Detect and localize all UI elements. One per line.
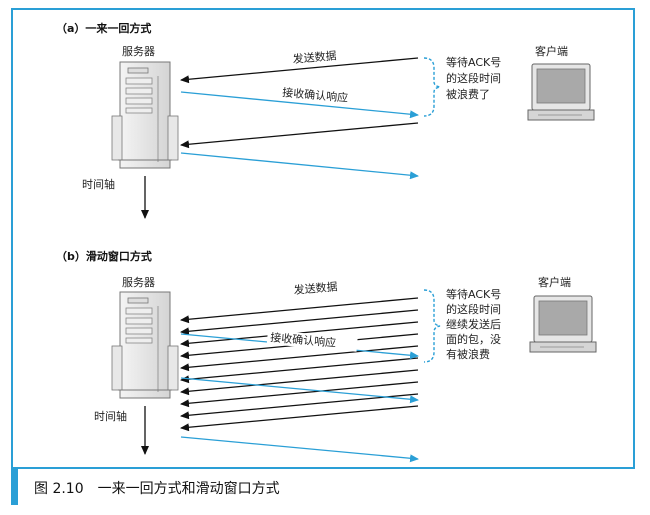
wait-note-line: 的这段时间: [446, 302, 501, 316]
ack-label: 接收确认响应: [282, 85, 349, 105]
send-arrow: [180, 122, 419, 149]
send-arrow: [180, 297, 419, 324]
server-icon: [111, 61, 179, 169]
label-backdrop: [266, 330, 358, 352]
wait-note-line: 等待ACK号: [446, 55, 501, 69]
section-a-title: （a）一来一回方式: [56, 21, 151, 35]
figure-caption: 图 2.10 一来一回方式和滑动窗口方式: [34, 481, 280, 497]
send-data-label: 发送数据: [293, 279, 338, 297]
wait-brace: [423, 57, 441, 117]
send-arrow: [180, 57, 419, 84]
ack-arrow: [180, 436, 419, 463]
wait-note-line: 被浪费了: [446, 87, 490, 101]
server-icon: [111, 291, 179, 399]
wait-note-line: 继续发送后: [446, 317, 501, 331]
client-monitor-icon: [527, 63, 595, 121]
ack-arrow: [180, 152, 419, 180]
send-arrow: [180, 369, 419, 396]
ack-arrow: [180, 91, 419, 119]
caption-accent-bar: [11, 469, 18, 505]
client-label: 客户端: [538, 275, 571, 289]
client-label: 客户端: [535, 44, 568, 58]
client-monitor-icon: [529, 295, 597, 353]
send-arrow: [180, 393, 419, 420]
section-a: （a）一来一回方式 服务器 客户端 发送数据 接收确认响应: [56, 21, 595, 219]
send-arrow: [180, 309, 419, 336]
server-label: 服务器: [122, 276, 155, 289]
wait-note-line: 的这段时间: [446, 71, 501, 85]
ack-arrow: [180, 377, 419, 404]
section-b: （b）滑动窗口方式 服务器 客户端: [56, 249, 597, 463]
section-b-title: （b）滑动窗口方式: [56, 249, 152, 263]
wait-note-line: 面的包，没: [446, 332, 501, 346]
server-label: 服务器: [122, 45, 155, 58]
wait-brace: [423, 289, 441, 363]
figure-frame: [11, 8, 635, 469]
send-arrow: [180, 405, 419, 432]
time-axis-label: 时间轴: [94, 409, 127, 423]
time-axis-label: 时间轴: [82, 177, 115, 191]
send-arrow: [180, 345, 419, 372]
send-arrow: [180, 357, 419, 384]
wait-note-line: 等待ACK号: [446, 287, 501, 301]
send-arrow: [180, 381, 419, 408]
wait-note-line: 有被浪费: [446, 347, 490, 361]
ack-label: 接收确认响应: [270, 330, 337, 350]
send-data-label: 发送数据: [292, 48, 337, 66]
label-backdrop: [292, 282, 354, 296]
